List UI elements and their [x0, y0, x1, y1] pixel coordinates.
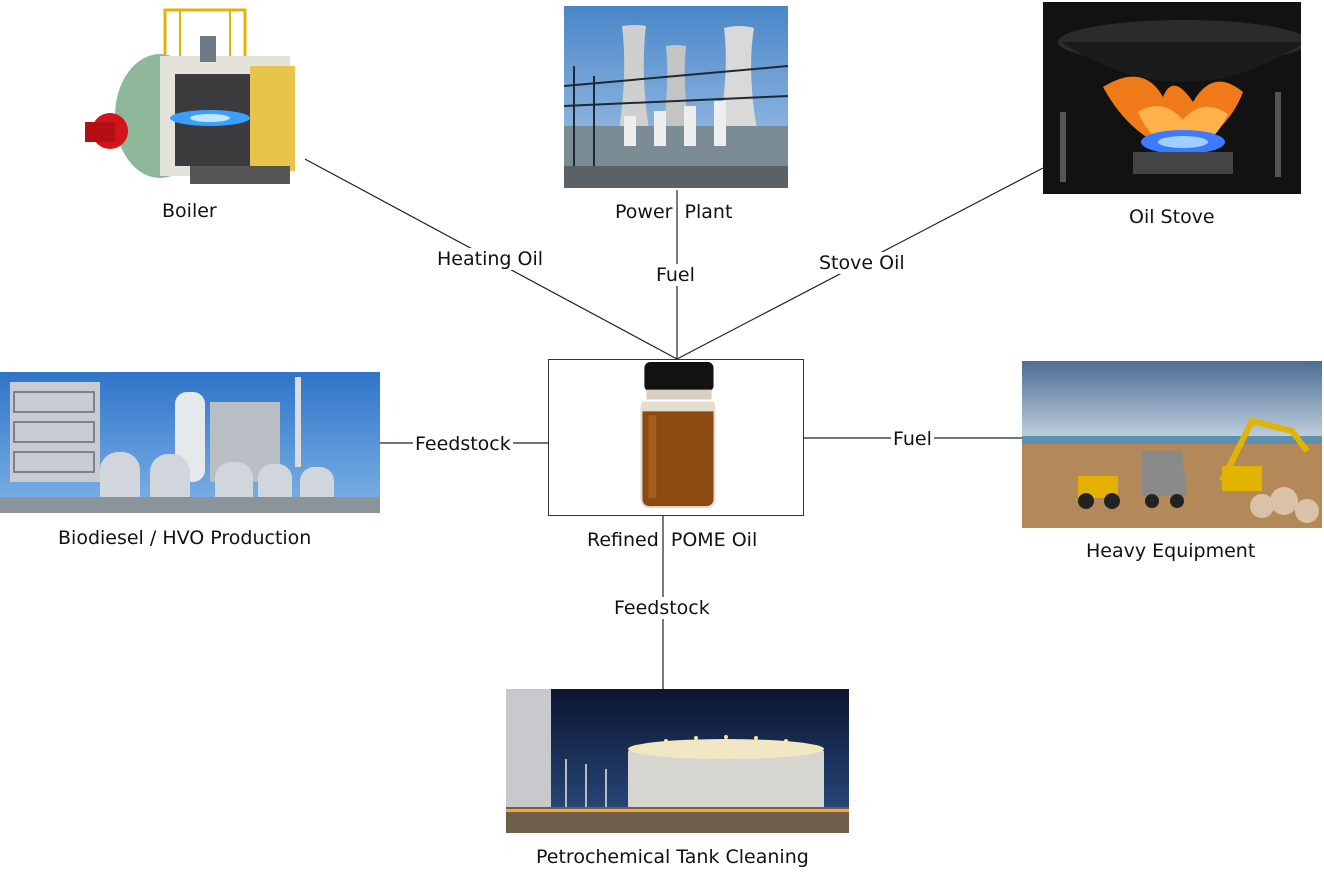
oil-bottle-icon	[640, 361, 716, 509]
boiler-icon	[80, 6, 305, 190]
edge-label-power-plant-fuel: Fuel	[654, 264, 697, 286]
edge-label-heating-oil: Heating Oil	[435, 248, 546, 270]
edge-label-stove-oil: Stove Oil	[817, 252, 907, 274]
oil-stove-label: Oil Stove	[1129, 206, 1215, 228]
refinery-icon	[0, 372, 380, 513]
heavy-equipment-image	[1022, 361, 1322, 528]
flame-icon	[1043, 2, 1301, 194]
heavy-equipment-label: Heavy Equipment	[1086, 540, 1256, 562]
storage-tank-icon	[506, 689, 849, 833]
oil-stove-image	[1043, 2, 1301, 194]
edge-label-heavy-equipment-fuel: Fuel	[891, 428, 934, 450]
tank-cleaning-image	[506, 689, 849, 833]
edge-label-biodiesel-feedstock: Feedstock	[413, 433, 513, 455]
biodiesel-label: Biodiesel / HVO Production	[58, 527, 312, 549]
boiler-label: Boiler	[162, 200, 217, 222]
power-plant-image	[564, 6, 788, 188]
center-node-box	[548, 359, 804, 516]
tank-cleaning-label: Petrochemical Tank Cleaning	[536, 846, 809, 868]
center-label: Refined POME Oil	[587, 529, 758, 551]
excavator-icon	[1022, 361, 1322, 528]
power-plant-icon	[564, 6, 788, 188]
edge-label-tank-cleaning-feedstock: Feedstock	[612, 597, 712, 619]
power-plant-label: Power Plant	[615, 201, 733, 223]
boiler-image	[80, 6, 305, 190]
biodiesel-image	[0, 372, 380, 513]
